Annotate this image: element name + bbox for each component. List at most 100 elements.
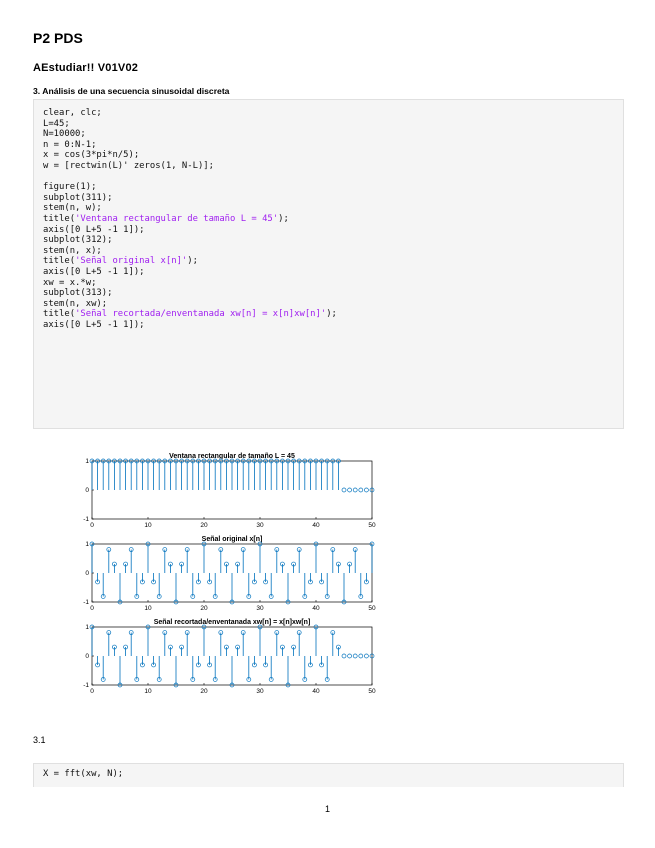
stem-marker (179, 458, 184, 464)
code-line: L=45; (43, 118, 70, 129)
stem-marker (324, 458, 330, 464)
stem-marker (151, 579, 156, 585)
stem-marker (212, 594, 218, 599)
stem-marker (347, 653, 352, 659)
document-subtitle: AEstudiar!! V01V02 (33, 62, 139, 74)
stem-marker (341, 599, 347, 605)
stem-marker (252, 662, 257, 668)
stem-marker (308, 458, 313, 464)
stem-marker (184, 630, 190, 635)
stem-marker (173, 599, 179, 605)
stem-marker (257, 624, 263, 630)
code-line: stem(n, w); (43, 203, 102, 214)
stem-marker (358, 487, 364, 493)
y-tick-label: 1 (85, 541, 89, 548)
stem-marker (201, 541, 207, 547)
code-line: w = [rectwin(L)' zeros(1, N-L)]; (43, 160, 214, 171)
y-tick-label: -1 (83, 682, 89, 689)
y-tick-label: -1 (83, 516, 89, 523)
stem-marker (364, 487, 369, 493)
stem-marker (168, 561, 173, 567)
stem-marker (179, 644, 184, 650)
stem-marker (324, 677, 330, 682)
stem-marker (330, 458, 336, 464)
stem-marker (369, 487, 375, 493)
stem-marker (268, 594, 274, 599)
stem-marker (95, 662, 100, 668)
stem-marker (369, 653, 375, 659)
stem-marker (302, 677, 308, 682)
stem-marker (212, 677, 218, 682)
stem-marker (134, 594, 140, 599)
stem-marker (140, 662, 145, 668)
stem-marker (123, 644, 128, 650)
x-tick-label: 10 (144, 688, 152, 695)
stem-marker (117, 599, 123, 605)
stem-marker (347, 561, 352, 567)
stem-marker (235, 458, 240, 464)
stem-marker (128, 547, 134, 552)
code-line (43, 172, 614, 183)
stem-marker (240, 547, 246, 552)
stem-marker (274, 458, 280, 464)
y-tick-label: 1 (85, 458, 89, 465)
x-tick-label: 10 (144, 605, 152, 612)
stem-marker (268, 458, 274, 464)
stem-marker (358, 653, 364, 659)
stem-marker (296, 547, 302, 552)
stem-marker (246, 458, 252, 464)
stem-marker (173, 458, 179, 464)
code-line: subplot(313); (43, 288, 113, 299)
stem-marker (106, 630, 112, 635)
stem-marker (224, 561, 229, 567)
code-line: axis([0 L+5 -1 1]); (43, 266, 145, 277)
stem-marker (207, 579, 212, 585)
stem-marker (184, 547, 190, 552)
stem-subplot-3: Señal recortada/enventanada xw[n] = x[n]… (83, 619, 376, 695)
stem-marker (128, 630, 134, 635)
code-line: x = cos(3*pi*n/5); (43, 150, 140, 161)
stem-marker (347, 487, 352, 493)
stem-marker (140, 458, 145, 464)
stem-marker (89, 458, 95, 464)
stem-marker (112, 561, 117, 567)
y-tick-label: 0 (85, 570, 89, 577)
stem-marker (224, 458, 229, 464)
code-line: xw = x.*w; (43, 277, 97, 288)
code-line: subplot(311); (43, 192, 113, 203)
stem-marker (156, 677, 162, 682)
stem-marker (168, 644, 173, 650)
stem-marker (190, 594, 196, 599)
code-line: X = fft(xw, N); (43, 769, 124, 779)
page-title: P2 PDS (33, 30, 83, 46)
stem-plots-figure: Ventana rectangular de tamaño L = 45 0 10 2… (83, 453, 376, 695)
stem-marker (134, 677, 140, 682)
stem-marker (280, 561, 285, 567)
stem-marker (263, 662, 268, 668)
stem-marker (123, 561, 128, 567)
stem-marker (95, 579, 100, 585)
code-line: clear, clc; (43, 108, 102, 118)
x-tick-label: 20 (200, 605, 208, 612)
stem-marker (330, 630, 336, 635)
x-tick-label: 20 (200, 522, 208, 529)
code-line: N=10000; (43, 129, 86, 140)
subplot-title: Ventana rectangular de tamaño L = 45 (169, 453, 295, 460)
stem-marker (257, 541, 263, 547)
stem-marker (336, 561, 341, 567)
stem-marker (240, 630, 246, 635)
stem-marker (162, 547, 168, 552)
stem-marker (145, 541, 151, 547)
stem-marker (263, 458, 268, 464)
stem-marker (324, 594, 330, 599)
x-tick-label: 30 (256, 522, 264, 529)
stem-marker (196, 579, 201, 585)
stem-marker (308, 662, 313, 668)
stem-marker (302, 458, 308, 464)
stem-marker (151, 458, 156, 464)
y-tick-label: 1 (85, 624, 89, 631)
code-line: figure(1); (43, 182, 97, 193)
stem-marker (89, 624, 95, 630)
stem-marker (95, 458, 100, 464)
